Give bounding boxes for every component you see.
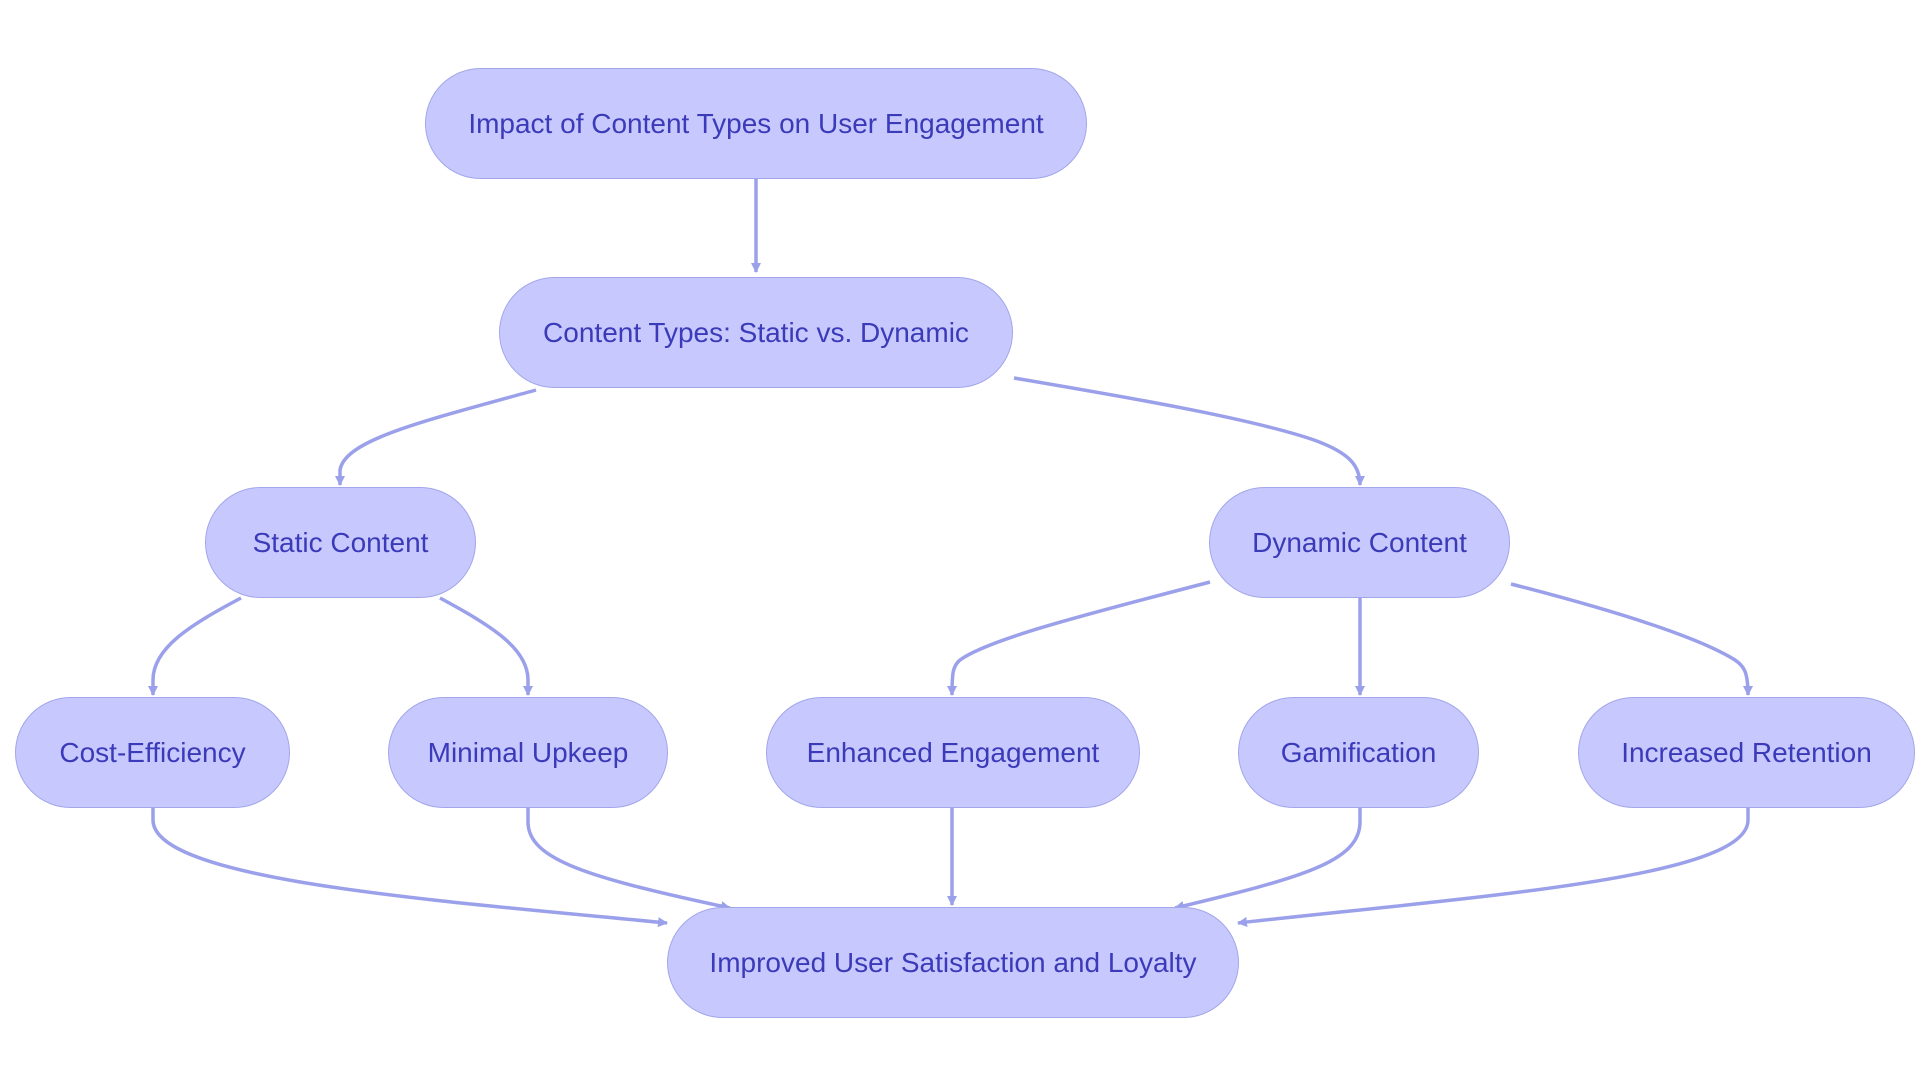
edge-static-to-cost xyxy=(148,596,242,696)
node-increased-retention: Increased Retention xyxy=(1578,697,1915,808)
node-static-content: Static Content xyxy=(205,487,476,598)
node-enhanced-engagement: Enhanced Engagement xyxy=(766,697,1140,808)
node-gamification: Gamification xyxy=(1238,697,1479,808)
node-root-label: Impact of Content Types on User Engageme… xyxy=(468,107,1044,139)
node-increased-retention-label: Increased Retention xyxy=(1621,736,1872,768)
node-static-content-label: Static Content xyxy=(252,526,429,558)
node-root: Impact of Content Types on User Engageme… xyxy=(425,68,1087,179)
edge-upkeep-to-satisfaction xyxy=(526,808,731,912)
node-cost-efficiency: Cost-Efficiency xyxy=(15,697,290,808)
edge-gamification-to-satisfaction xyxy=(1174,808,1362,911)
edge-retention-to-satisfaction xyxy=(1237,808,1750,927)
edge-types-to-static xyxy=(335,388,537,486)
node-minimal-upkeep-label: Minimal Upkeep xyxy=(427,736,629,768)
node-improved-satisfaction: Improved User Satisfaction and Loyalty xyxy=(667,907,1239,1018)
node-cost-efficiency-label: Cost-Efficiency xyxy=(59,736,246,768)
node-content-types-label: Content Types: Static vs. Dynamic xyxy=(543,316,969,348)
edge-static-to-upkeep xyxy=(439,596,533,696)
edge-dynamic-to-engagement xyxy=(947,580,1211,696)
node-content-types: Content Types: Static vs. Dynamic xyxy=(499,277,1013,388)
edge-cost-to-satisfaction xyxy=(151,808,668,928)
edge-types-to-dynamic xyxy=(1013,376,1365,486)
node-gamification-label: Gamification xyxy=(1280,736,1437,768)
node-dynamic-content-label: Dynamic Content xyxy=(1252,526,1467,558)
node-improved-satisfaction-label: Improved User Satisfaction and Loyalty xyxy=(709,946,1197,978)
node-dynamic-content: Dynamic Content xyxy=(1209,487,1510,598)
node-minimal-upkeep: Minimal Upkeep xyxy=(388,697,668,808)
node-enhanced-engagement-label: Enhanced Engagement xyxy=(806,736,1100,768)
edge-dynamic-to-retention xyxy=(1510,582,1753,696)
